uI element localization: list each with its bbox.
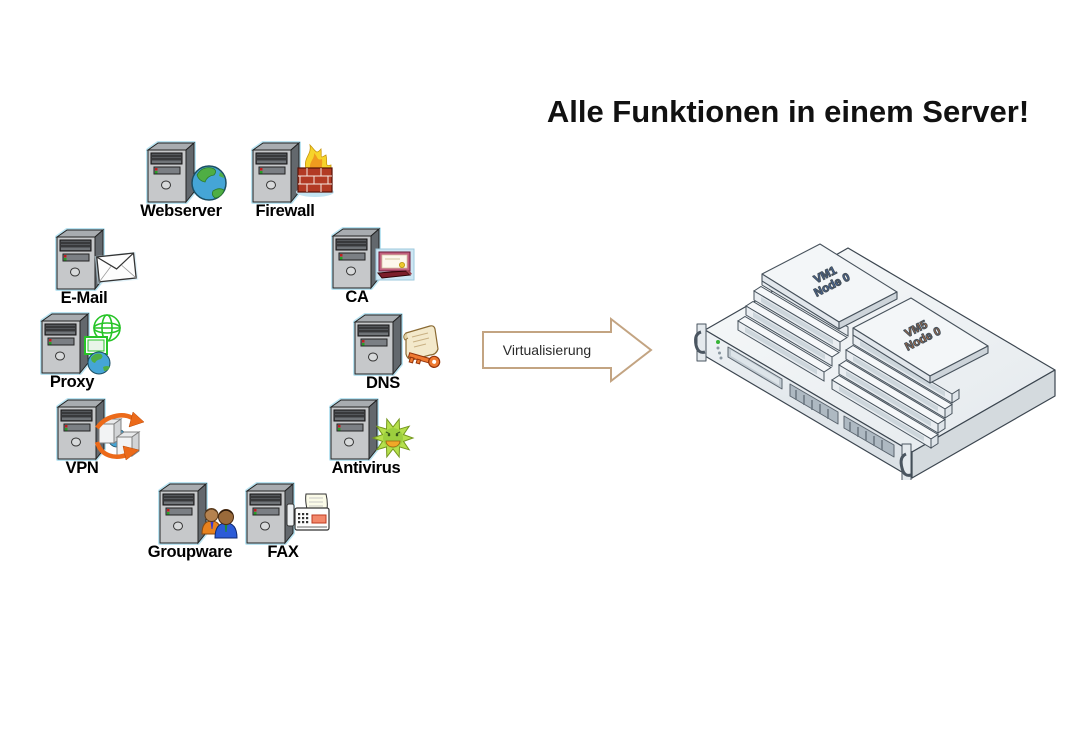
server-tower-fax — [245, 482, 330, 545]
server-tower-dns — [353, 313, 441, 376]
fax-machine-icon — [286, 493, 330, 531]
virus-icon — [371, 417, 415, 459]
power-led — [716, 340, 720, 344]
tunnel-arrows-icon — [94, 411, 145, 461]
service-label-dns: DNS — [366, 374, 400, 392]
vm1-board: VM1 Node 0 — [761, 243, 898, 330]
service-label-firewall: Firewall — [255, 202, 315, 220]
mount-ear-left — [694, 323, 707, 362]
service-label-groupware: Groupware — [147, 543, 233, 561]
service-ca: CA — [326, 227, 422, 311]
server-tower-ca — [331, 227, 415, 290]
scroll-key-icon — [403, 325, 441, 368]
service-firewall: Firewall — [246, 141, 342, 225]
service-label-antivirus: Antivirus — [331, 459, 401, 477]
service-antivirus: Antivirus — [324, 398, 420, 482]
service-fax: FAX — [240, 482, 336, 566]
globe-icon — [191, 165, 227, 201]
service-label-webserver: Webserver — [140, 202, 222, 220]
service-label-email: E-Mail — [60, 289, 108, 307]
tray-stack-right — [831, 334, 960, 449]
service-label-proxy: Proxy — [49, 373, 95, 391]
page-title: Alle Funktionen in einem Server! — [546, 94, 1030, 129]
server-tower-groupware — [158, 482, 238, 545]
service-dns: DNS — [348, 313, 444, 397]
virtualization-arrow: Virtualisierung — [480, 315, 655, 385]
service-label-fax: FAX — [267, 543, 299, 561]
brick-wall-flame-icon — [296, 143, 334, 197]
server-tower-firewall — [251, 141, 334, 204]
service-proxy: Proxy — [35, 312, 131, 396]
rack-server-illustration: VM1 Node 0 V — [694, 243, 1056, 480]
service-webserver: Webserver — [140, 141, 237, 225]
vm5-board: VM5 Node 0 — [852, 297, 989, 384]
service-groupware: Groupware — [148, 482, 249, 566]
block-arrow-right-icon: Virtualisierung — [482, 316, 653, 384]
vm1-label: VM1 Node 0 — [807, 261, 852, 300]
mount-ear-right — [899, 443, 912, 480]
people-icon — [201, 508, 238, 539]
envelope-icon — [94, 251, 139, 285]
arrow-label: Virtualisierung — [503, 342, 591, 358]
server-tower-vpn — [56, 398, 145, 461]
service-label-ca: CA — [345, 288, 369, 306]
server-tower-antivirus — [329, 398, 415, 461]
proxy-monitor-icon — [84, 336, 108, 360]
earth-icon — [87, 351, 111, 375]
server-tower-webserver — [146, 141, 227, 204]
service-email: E-Mail — [50, 228, 146, 312]
server-tower-proxy — [40, 312, 121, 375]
service-vpn: VPN — [51, 398, 147, 482]
certificate-icon — [375, 248, 415, 281]
service-label-vpn: VPN — [65, 459, 99, 477]
server-tower-email — [55, 228, 139, 291]
